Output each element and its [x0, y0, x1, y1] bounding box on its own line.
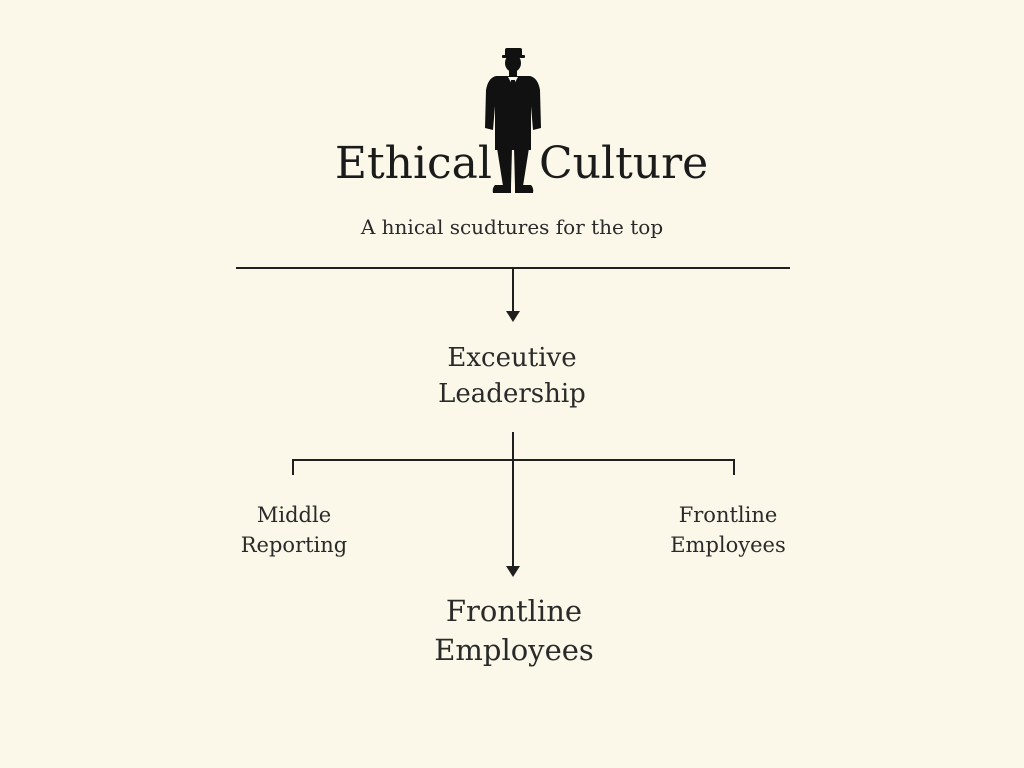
arrow-to-executive-head [506, 311, 520, 322]
middle-line-1: Middle [256, 503, 332, 527]
frontline-employees-bottom-node: Frontline Employees [364, 592, 664, 670]
frontline-employees-right-node: Frontline Employees [628, 500, 828, 560]
subtitle-text: A hnical scudtures for the top [360, 215, 664, 239]
middle-line-2: Reporting [240, 533, 348, 557]
frontline-right-line-1: Frontline [678, 503, 778, 527]
businessman-silhouette-icon [485, 48, 541, 193]
frontline-right-line-2: Employees [670, 533, 786, 557]
title-ethical: Ethical [334, 138, 492, 189]
middle-reporting-node: Middle Reporting [194, 500, 394, 560]
frontline-bottom-line-2: Employees [434, 633, 594, 667]
executive-leadership-node: Exceutive Leadership [362, 340, 662, 412]
arrow-to-frontline-head [506, 566, 520, 577]
title-culture: Culture [539, 138, 709, 189]
executive-line-1: Exceutive [447, 343, 577, 373]
executive-line-2: Leadership [438, 379, 586, 409]
tie-detail [508, 77, 518, 108]
frontline-bottom-line-1: Frontline [445, 594, 583, 628]
subtitle: A hnical scudtures for the top [0, 217, 1024, 237]
